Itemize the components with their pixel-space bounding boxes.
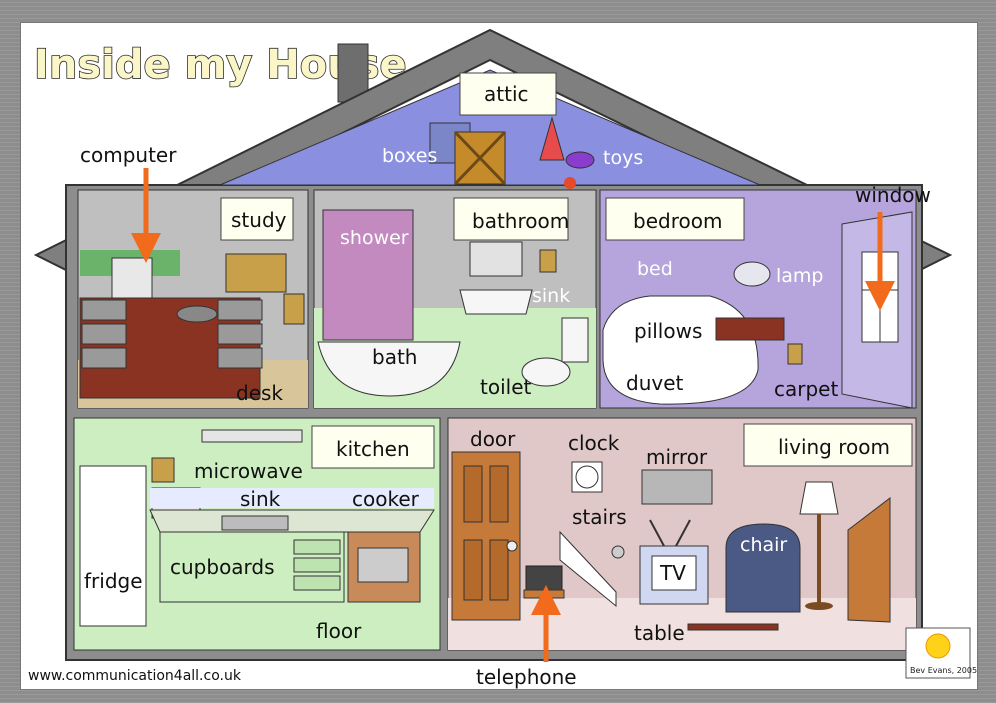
kitchen-socket [151, 457, 175, 483]
fridge-appliance [79, 465, 147, 627]
attic-label: attic [484, 82, 529, 106]
wall-socket [283, 293, 305, 325]
bed-label: bed [637, 258, 673, 280]
toy-car [565, 151, 595, 169]
cupboards-label: cupboards [170, 555, 275, 579]
tv-label: TV [659, 561, 686, 585]
floor-label: floor [316, 619, 362, 643]
stairs-label: stairs [572, 505, 627, 529]
toilet-cistern [561, 317, 589, 363]
study-label: study [231, 208, 287, 232]
kitchen-label: kitchen [336, 437, 410, 461]
bathroom-label-box [453, 197, 569, 241]
coffee-table [687, 623, 779, 631]
desk-chair [176, 305, 218, 323]
attic-label-box [459, 72, 557, 116]
bedside-table [715, 317, 785, 341]
bath-label: bath [372, 345, 417, 369]
bathroom-label: bathroom [472, 209, 569, 233]
bedroom-label-box [605, 197, 745, 241]
mirror-label: mirror [646, 445, 708, 469]
living-room-floor [448, 598, 916, 650]
lamp-label: lamp [776, 265, 824, 287]
bedside-lamp [733, 261, 771, 287]
shower-curtain [322, 209, 414, 341]
kitchen-sink-label: sink [240, 487, 281, 511]
floor-lamp [799, 481, 839, 515]
telephone-label: telephone [476, 665, 577, 689]
chair-label: chair [740, 534, 787, 556]
bathroom-switch [539, 249, 557, 273]
table-label: table [634, 621, 685, 645]
clock-label: clock [568, 431, 620, 455]
shower-label: shower [340, 227, 409, 249]
window-label: window [855, 183, 931, 207]
bedroom-label: bedroom [633, 209, 722, 233]
staircase [559, 530, 617, 608]
worktop-backsplash [150, 488, 434, 508]
cooker-label: cooker [352, 487, 420, 511]
duvet-label: duvet [626, 371, 684, 395]
desk-label: desk [236, 381, 283, 405]
footer-url: www.communication4all.co.uk [28, 668, 242, 684]
computer-label: computer [80, 143, 177, 167]
fridge-label: fridge [84, 569, 143, 593]
living-room-mirror [641, 469, 713, 505]
front-door [451, 451, 521, 621]
worktop [149, 509, 435, 533]
bathroom-sink-label: sink [532, 285, 570, 307]
kitchen-label-box [311, 425, 435, 469]
toys-label: toys [603, 147, 643, 169]
bathroom-sink [459, 289, 533, 315]
living-room-label: living room [778, 435, 890, 459]
study-label-box [220, 197, 294, 241]
door-label: door [470, 427, 516, 451]
boxes-label: boxes [382, 145, 437, 167]
study-cabinet [225, 253, 287, 293]
wall-clock [571, 461, 603, 493]
stacking-toy [539, 116, 565, 161]
credit-text: Bev Evans, 2005 [910, 666, 977, 675]
computer-monitor [111, 257, 153, 299]
side-door [847, 496, 891, 623]
toy-ball [564, 177, 576, 189]
carpet-label: carpet [774, 377, 838, 401]
bathtub [317, 341, 461, 397]
toilet-label: toilet [480, 375, 531, 399]
living-room-label-box [743, 423, 913, 467]
bathroom-mirror [469, 241, 523, 277]
telephone-device [525, 565, 563, 591]
microwave-label: microwave [194, 459, 303, 483]
armchair [725, 523, 801, 613]
kitchen-sink [221, 515, 289, 531]
toilet-bowl [521, 357, 571, 387]
pillows-label: pillows [634, 319, 702, 343]
bedroom-socket [787, 343, 803, 365]
attic-room [219, 69, 761, 186]
kitchen-light [201, 429, 303, 443]
telephone-table [523, 589, 565, 599]
